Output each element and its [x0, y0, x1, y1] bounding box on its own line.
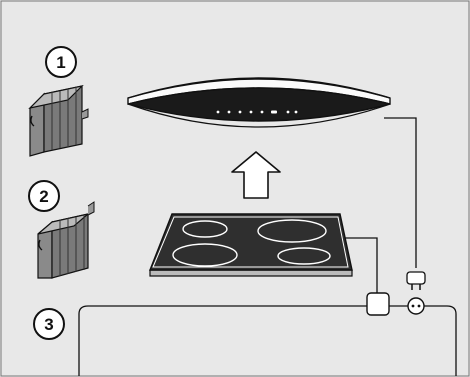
- step-2-number: 2: [39, 187, 48, 206]
- filter-module-icon: [37, 201, 95, 279]
- filter-module-icon: [28, 84, 89, 157]
- cooktop-cable: [345, 237, 378, 293]
- hood-controls: [216, 110, 298, 114]
- cooktop-icon: [148, 213, 353, 277]
- hood-cable: [384, 117, 417, 268]
- step-1-number: 1: [56, 53, 65, 72]
- step-3-badge: 3: [33, 308, 65, 340]
- junction-box-icon: [366, 292, 390, 316]
- countertop-outline: [78, 305, 457, 376]
- power-socket-icon: [407, 297, 425, 315]
- power-plug-icon: [406, 271, 426, 290]
- burner-3: [172, 243, 238, 267]
- burner-1: [182, 220, 228, 238]
- burner-2: [257, 219, 327, 243]
- step-3-number: 3: [44, 315, 53, 334]
- step-1-badge: 1: [45, 46, 77, 78]
- up-arrow-icon: [231, 151, 281, 199]
- burner-4: [277, 247, 331, 265]
- step-2-badge: 2: [28, 180, 60, 212]
- cooker-hood-icon: [127, 77, 391, 128]
